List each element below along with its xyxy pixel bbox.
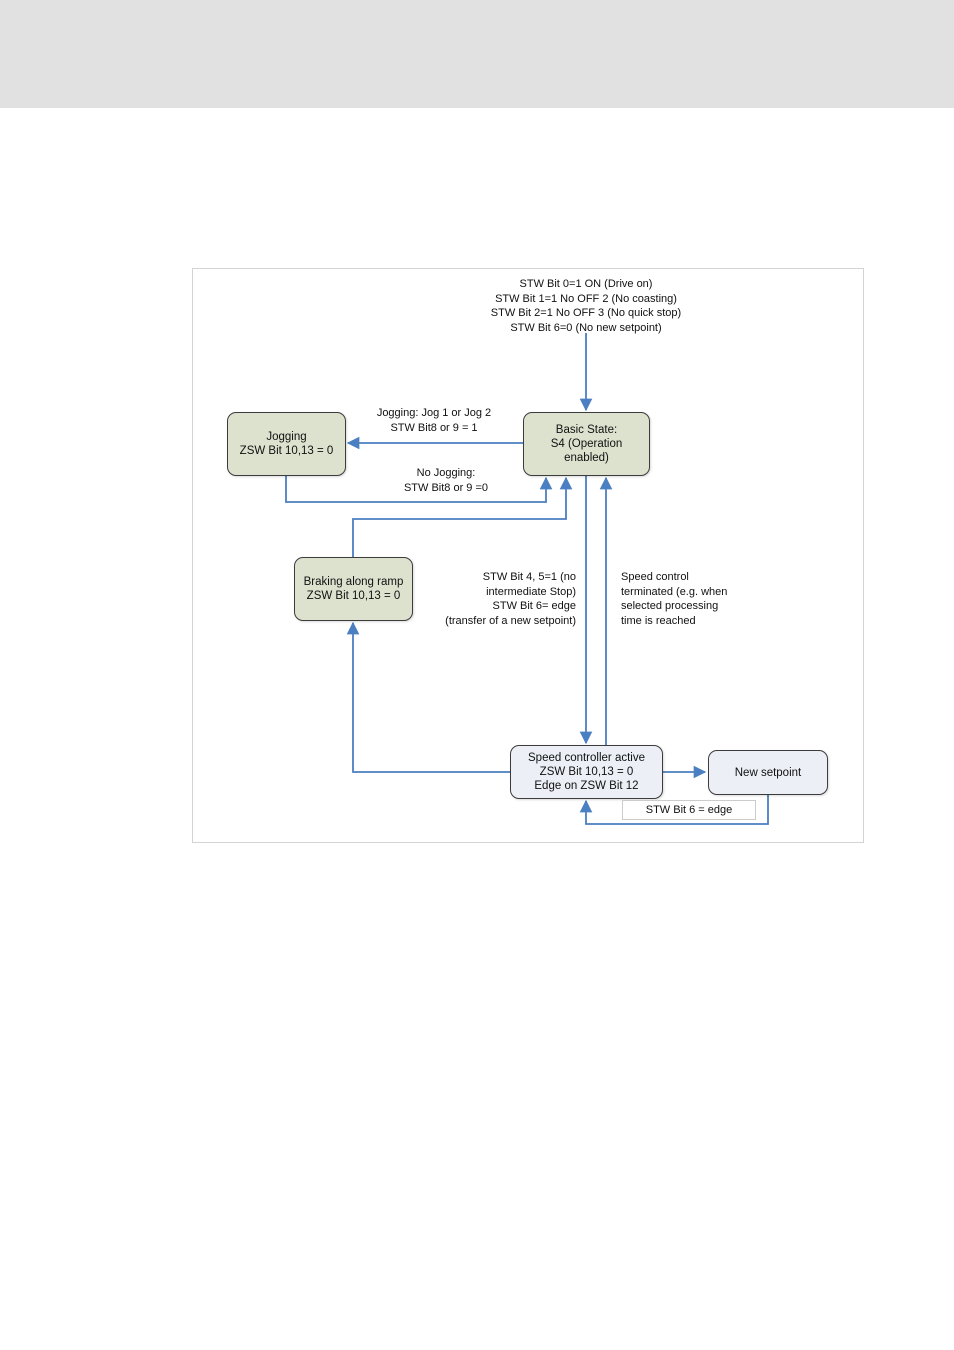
label-to-speed-control: STW Bit 4, 5=1 (no intermediate Stop) ST… — [416, 570, 576, 628]
label-to-speed-control-line-1: STW Bit 4, 5=1 (no — [482, 571, 576, 583]
label-speed-control-terminated: Speed control terminated (e.g. when sele… — [621, 570, 761, 628]
state-basic-state: Basic State: S4 (Operation enabled) — [523, 412, 650, 476]
label-terminated-line-1: Speed control — [621, 571, 689, 583]
arrow-new-setpoint-to-speed-controller — [579, 795, 769, 825]
state-new-setpoint: New setpoint — [708, 750, 828, 795]
figure-frame — [192, 268, 864, 843]
label-terminated-line-4: time is reached — [621, 614, 696, 627]
state-new-setpoint-line-1: New setpoint — [734, 766, 802, 779]
label-entry-conditions: STW Bit 0=1 ON (Drive on) STW Bit 1=1 No… — [470, 277, 702, 335]
state-basic-state-line-3: enabled) — [564, 452, 609, 464]
state-jogging-line-1: Jogging — [266, 431, 307, 443]
label-entry-line-1: STW Bit 0=1 ON (Drive on) — [519, 278, 653, 290]
arrow-jogging-to-basic — [285, 476, 553, 503]
label-jogging-off: No Jogging: STW Bit8 or 9 =0 — [382, 466, 510, 495]
label-to-speed-control-line-2: intermediate Stop) — [486, 585, 576, 598]
label-entry-line-3: STW Bit 2=1 No OFF 3 (No quick stop) — [490, 307, 682, 319]
state-braking-along-ramp: Braking along ramp ZSW Bit 10,13 = 0 — [294, 557, 413, 621]
state-basic-state-line-2: S4 (Operation — [550, 438, 623, 450]
label-jogging-off-line-1: No Jogging: — [416, 467, 476, 479]
label-jogging-on-line-1: Jogging: Jog 1 or Jog 2 — [376, 407, 492, 419]
state-basic-state-line-1: Basic State: — [555, 424, 618, 436]
label-jogging-on-line-2: STW Bit8 or 9 = 1 — [390, 421, 478, 434]
state-jogging-line-2: ZSW Bit 10,13 = 0 — [239, 445, 334, 457]
label-to-speed-control-line-3: STW Bit 6= edge — [492, 600, 576, 612]
state-braking-line-1: Braking along ramp — [303, 576, 404, 588]
state-jogging: Jogging ZSW Bit 10,13 = 0 — [227, 412, 346, 476]
label-setpoint-edge: STW Bit 6 = edge — [622, 800, 756, 820]
page-header-band — [0, 0, 954, 108]
label-jogging-off-line-2: STW Bit8 or 9 =0 — [403, 481, 489, 494]
state-speed-controller-line-3: Edge on ZSW Bit 12 — [534, 780, 639, 792]
label-jogging-on: Jogging: Jog 1 or Jog 2 STW Bit8 or 9 = … — [362, 406, 506, 435]
state-speed-controller-active: Speed controller active ZSW Bit 10,13 = … — [510, 745, 663, 799]
arrow-speed-controller-to-braking — [346, 621, 510, 773]
label-to-speed-control-line-4: (transfer of a new setpoint) — [445, 614, 576, 627]
label-entry-line-4: STW Bit 6=0 (No new setpoint) — [510, 321, 662, 334]
state-speed-controller-line-1: Speed controller active — [528, 752, 645, 764]
label-terminated-line-2: terminated (e.g. when — [621, 585, 728, 598]
state-braking-line-2: ZSW Bit 10,13 = 0 — [306, 590, 401, 602]
arrow-braking-to-basic — [352, 476, 573, 557]
state-speed-controller-line-2: ZSW Bit 10,13 = 0 — [539, 766, 634, 778]
label-terminated-line-3: selected processing — [621, 600, 719, 612]
label-entry-line-2: STW Bit 1=1 No OFF 2 (No coasting) — [495, 292, 677, 305]
